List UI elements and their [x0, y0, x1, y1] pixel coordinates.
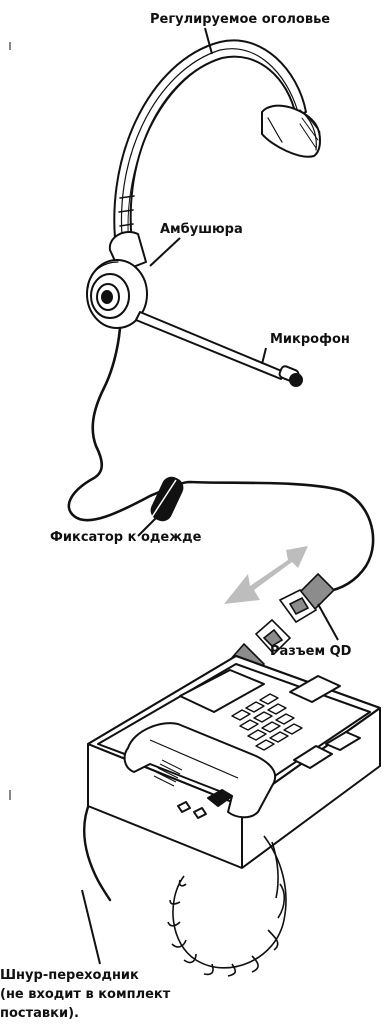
headset-cord [69, 328, 373, 592]
leader-adapter [82, 890, 100, 964]
label-adapter-cord-line3: поставки). [0, 1006, 79, 1021]
label-adapter-cord-line1: Шнур-переходник [0, 968, 139, 983]
leader-ear-cushion [150, 238, 180, 266]
label-clothing-clip: Фиксатор к одежде [50, 530, 201, 545]
leader-qd [318, 604, 338, 640]
label-microphone: Микрофон [270, 332, 350, 347]
clip-icon [147, 474, 186, 525]
label-ear-cushion: Амбушюра [160, 222, 243, 237]
label-adapter-cord-line2: (не входит в комплект [0, 987, 170, 1002]
microphone-boom [136, 312, 284, 379]
label-qd-connector: Разъем QD [270, 644, 351, 659]
label-headband: Регулируемое оголовье [150, 12, 330, 27]
leader-microphone [262, 348, 266, 364]
phone-icon [88, 656, 380, 868]
